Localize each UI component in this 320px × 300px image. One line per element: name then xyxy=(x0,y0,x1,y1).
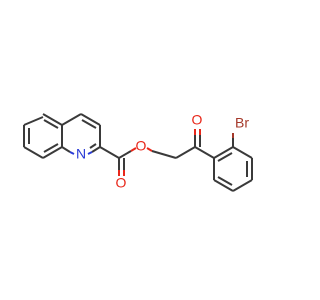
bond xyxy=(175,146,196,159)
bond xyxy=(42,113,63,126)
bond xyxy=(81,119,97,129)
bond xyxy=(232,179,253,192)
quinoline-benzo-ring xyxy=(23,113,63,159)
bond xyxy=(151,150,177,159)
bond xyxy=(69,151,75,155)
bond xyxy=(130,147,137,152)
bond xyxy=(146,147,153,152)
bond xyxy=(194,146,215,159)
bond xyxy=(89,143,97,149)
ester-oxygen-label: O xyxy=(136,138,147,154)
bond xyxy=(80,113,101,126)
bromine-label: Br xyxy=(235,115,249,131)
bond xyxy=(23,116,44,126)
bond xyxy=(61,146,71,153)
bond xyxy=(213,179,234,192)
bond xyxy=(217,176,233,186)
ester-carbonyl-oxygen-label: O xyxy=(116,175,127,191)
bond xyxy=(91,146,101,153)
bond xyxy=(217,152,233,162)
bond xyxy=(87,151,93,155)
bond xyxy=(213,146,234,159)
bond xyxy=(43,143,59,153)
nitrogen-label: N xyxy=(76,146,86,162)
bond xyxy=(232,146,253,159)
ketone-group xyxy=(175,129,215,159)
bond xyxy=(43,119,59,129)
ester-group xyxy=(99,146,177,176)
quinoline-pyridine-ring xyxy=(61,113,101,155)
bond xyxy=(99,146,120,159)
molecule-structure: N O O O Br xyxy=(23,111,253,192)
bond xyxy=(118,150,132,159)
bromophenyl-ring xyxy=(213,133,253,192)
bond xyxy=(23,146,44,159)
ketone-oxygen-label: O xyxy=(192,112,203,128)
bond xyxy=(42,146,63,159)
bond xyxy=(61,113,82,126)
